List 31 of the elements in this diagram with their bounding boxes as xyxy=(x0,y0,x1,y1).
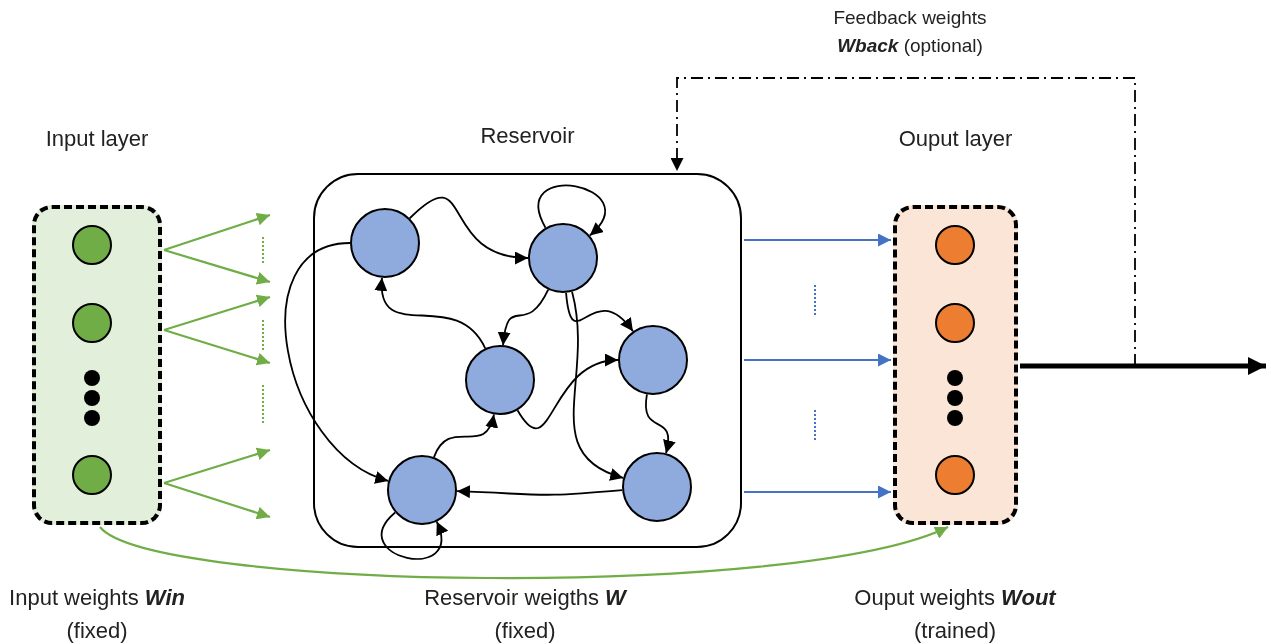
arrow xyxy=(516,355,619,429)
arrow xyxy=(163,212,271,252)
layer-title: Input layer xyxy=(44,126,150,152)
arrow xyxy=(744,485,891,499)
weights-caption: Reservoir weigths W (fixed) xyxy=(423,584,628,644)
weights-caption: Input weights Win (fixed) xyxy=(8,584,186,644)
arrow xyxy=(163,447,271,485)
arrow xyxy=(163,294,271,332)
arrow xyxy=(565,291,634,333)
edge-label: Feedback weights Wback (optional) xyxy=(832,6,988,58)
arrow xyxy=(99,525,949,580)
arrow xyxy=(456,485,624,499)
output-arrow xyxy=(1020,357,1266,375)
arrow xyxy=(498,288,550,347)
arrow xyxy=(571,290,625,480)
arrow xyxy=(375,276,487,350)
arrow xyxy=(744,233,891,247)
arrow xyxy=(538,184,606,237)
feedback-arrow xyxy=(670,77,1136,367)
arrow xyxy=(744,353,891,367)
arrow xyxy=(380,511,447,560)
weights-caption: Ouput weights Wout (trained) xyxy=(853,584,1058,644)
arrow xyxy=(163,328,271,366)
arrow xyxy=(408,196,529,264)
layer-title: Ouput layer xyxy=(897,126,1014,152)
arrow xyxy=(163,248,271,285)
arrow xyxy=(433,413,497,458)
layer-title: Reservoir xyxy=(479,123,576,149)
arrow xyxy=(645,393,675,455)
arrow xyxy=(163,481,271,520)
arrow xyxy=(284,242,390,482)
